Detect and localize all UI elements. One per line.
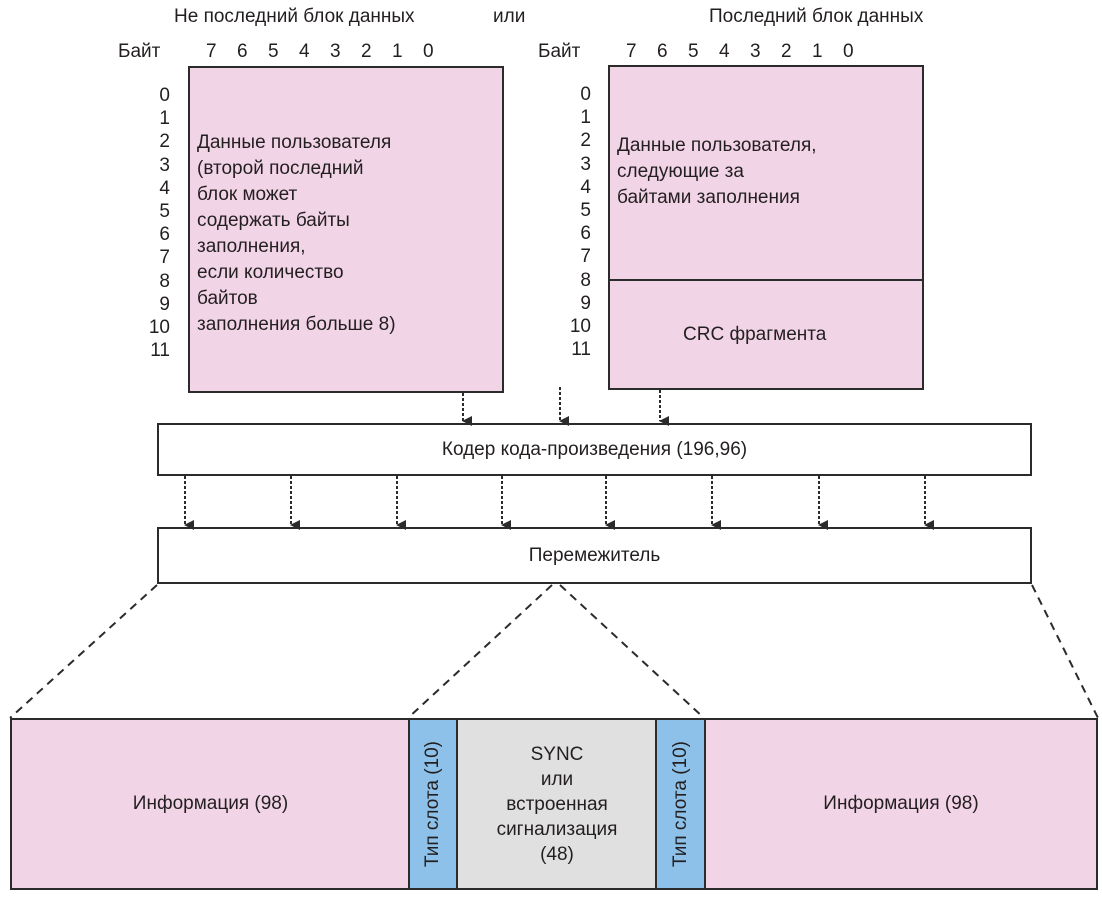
- byte-row: 7: [159, 247, 170, 269]
- byte-rows-right: 0 1 2 3 4 5 6 7 8 9 10 11: [561, 83, 591, 361]
- expand-line-left: [9, 584, 158, 719]
- byte-row: 0: [159, 85, 170, 106]
- bit-number: 2: [781, 41, 792, 62]
- byte-row: 5: [580, 200, 591, 222]
- byte-row: 8: [580, 269, 591, 291]
- bit-numbers-right: 7 6 5 4 3 2 1 0: [626, 41, 874, 63]
- byte-row: 7: [580, 246, 591, 268]
- burst-slot-type-right: Тип слота (10): [655, 718, 705, 890]
- title-or: или: [493, 6, 526, 27]
- last-block-user-data-text: Данные пользователя, следующие за байтам…: [617, 135, 817, 208]
- slot-type-right-label: Тип слота (10): [670, 740, 691, 868]
- bit-number: 6: [657, 41, 668, 62]
- not-last-data-block: [188, 66, 504, 393]
- byte-row: 10: [569, 316, 591, 338]
- bit-numbers-left: 7 6 5 4 3 2 1 0: [206, 41, 454, 63]
- byte-row: 11: [150, 340, 170, 362]
- info-left-label: Информация (98): [132, 793, 289, 814]
- bit-number: 4: [299, 41, 310, 62]
- bit-number: 0: [423, 41, 434, 62]
- fragment-crc-block: [608, 279, 924, 390]
- byte-label-right: Байт: [538, 41, 581, 62]
- byte-row: 0: [580, 84, 591, 105]
- bit-number: 1: [392, 41, 403, 62]
- bit-number: 2: [361, 41, 372, 62]
- byte-row: 2: [159, 131, 170, 153]
- byte-row: 9: [159, 293, 170, 315]
- bit-number: 5: [268, 41, 279, 62]
- bit-number: 5: [688, 41, 699, 62]
- byte-row: 2: [580, 130, 591, 152]
- byte-row: 10: [148, 317, 170, 339]
- encoder-label: Кодер кода-произведения (196,96): [441, 438, 748, 460]
- title-not-last-block: Не последний блок данных: [174, 6, 415, 27]
- byte-row: 8: [159, 270, 170, 292]
- byte-row: 1: [159, 108, 170, 130]
- bit-number: 4: [719, 41, 730, 62]
- bit-number: 3: [330, 41, 341, 62]
- bit-number: 7: [626, 41, 637, 62]
- byte-row: 6: [159, 224, 170, 246]
- expand-line-center-right: [559, 584, 705, 719]
- byte-row: 4: [159, 177, 170, 199]
- byte-row: 3: [580, 153, 591, 175]
- bit-number: 3: [750, 41, 761, 62]
- not-last-block-text: Данные пользователя (второй последний бл…: [197, 132, 396, 335]
- sync-label: SYNC или встроенная сигнализация (48): [496, 743, 618, 865]
- byte-row: 6: [580, 223, 591, 245]
- interleaver-label: Перемежитель: [528, 544, 661, 566]
- fragment-crc-text: CRC фрагмента: [683, 324, 827, 345]
- product-code-encoder: Кодер кода-произведения (196,96): [157, 423, 1032, 476]
- byte-row: 1: [580, 107, 591, 129]
- burst-info-left: Информация (98): [10, 718, 409, 890]
- expand-line-center-left: [407, 584, 553, 719]
- bit-number: 7: [206, 41, 217, 62]
- expand-line-right: [1031, 584, 1099, 719]
- bit-number: 1: [812, 41, 823, 62]
- title-last-block: Последний блок данных: [709, 6, 924, 27]
- byte-row: 3: [159, 154, 170, 176]
- burst-slot-type-left: Тип слота (10): [408, 718, 457, 890]
- bit-number: 6: [237, 41, 248, 62]
- byte-rows-left: 0 1 2 3 4 5 6 7 8 9 10 11: [140, 84, 170, 362]
- byte-row: 4: [580, 176, 591, 198]
- byte-row: 5: [159, 201, 170, 223]
- burst-info-right: Информация (98): [704, 718, 1098, 890]
- info-right-label: Информация (98): [823, 793, 979, 814]
- burst-sync-or-embedded-signalling: SYNC или встроенная сигнализация (48): [456, 718, 656, 890]
- bit-number: 0: [843, 41, 854, 62]
- byte-row: 9: [580, 292, 591, 314]
- slot-type-left-label: Тип слота (10): [422, 740, 444, 868]
- byte-label-left: Байт: [118, 41, 161, 62]
- byte-row: 11: [571, 339, 591, 361]
- interleaver: Перемежитель: [157, 527, 1032, 584]
